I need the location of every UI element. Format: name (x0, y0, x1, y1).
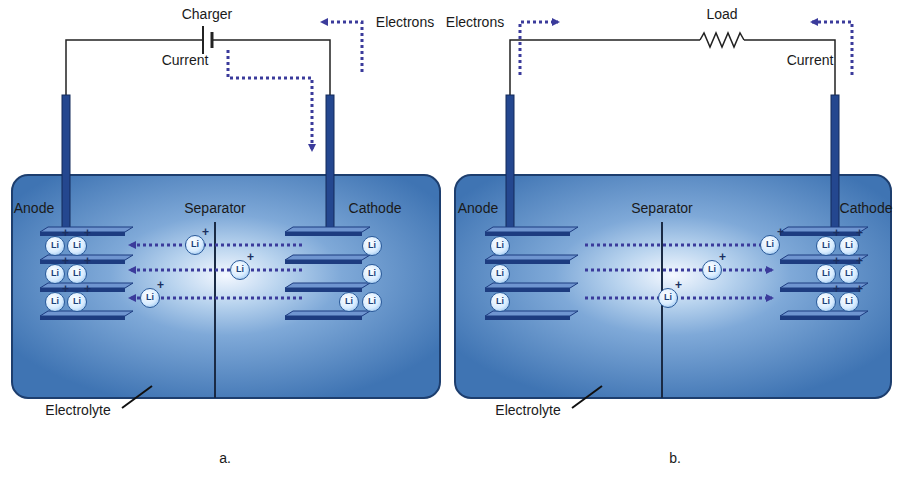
part-label: Charger (182, 6, 233, 22)
electrode-plate (285, 260, 362, 264)
charge-sign: + (833, 255, 840, 267)
charge-sign: + (62, 283, 69, 295)
lithium-ion: Li (490, 236, 510, 256)
leader-line (572, 386, 602, 408)
lithium-ion: Li (839, 236, 859, 256)
charge-sign: + (833, 227, 840, 239)
lithium-ion: Li (702, 260, 722, 280)
wire (744, 40, 835, 95)
electrode-plate (285, 255, 370, 260)
lithium-ion: Li (816, 236, 836, 256)
part-label: a. (219, 450, 231, 466)
part-label: b. (669, 450, 681, 466)
charge-sign: + (247, 251, 254, 263)
charge-sign: + (62, 255, 69, 267)
separator (214, 222, 216, 398)
lithium-ion: Li (67, 236, 87, 256)
charge-sign: + (856, 255, 863, 267)
electrode-rod (831, 95, 839, 232)
charger-symbol (202, 26, 204, 54)
part-label: Electrons (376, 14, 434, 30)
electrode-rod (326, 95, 334, 232)
charger-symbol (211, 32, 214, 48)
part-label: Cathode (840, 200, 893, 216)
electrode-plate (485, 316, 570, 320)
charge-sign: + (157, 279, 164, 291)
electrode-plate (285, 316, 362, 320)
part-label: Electrons (446, 14, 504, 30)
cell-housing (455, 175, 891, 398)
lithium-ion: Li (362, 292, 382, 312)
cell-housing (12, 175, 440, 398)
lithium-ion: Li (45, 292, 65, 312)
charge-sign: + (856, 283, 863, 295)
electrode-rod (62, 95, 70, 232)
electrode-rod (506, 95, 514, 232)
lithium-ion: Li (816, 292, 836, 312)
part-label: Current (787, 52, 834, 68)
lithium-ion: Li (362, 264, 382, 284)
charge-sign: + (62, 227, 69, 239)
charge-sign: + (719, 251, 726, 263)
electrode-plate (780, 316, 860, 320)
electrode-plate (485, 227, 578, 232)
part-label: Load (706, 6, 737, 22)
charge-sign: + (675, 279, 682, 291)
charge-sign: + (833, 283, 840, 295)
charge-sign: + (84, 227, 91, 239)
lithium-ion: Li (230, 260, 250, 280)
part-label: Cathode (349, 200, 402, 216)
part-label: Anode (14, 200, 54, 216)
electrode-plate (285, 283, 370, 288)
wire (510, 40, 700, 95)
lithium-ion: Li (760, 235, 780, 255)
charge-sign: + (84, 283, 91, 295)
lithium-ion: Li (339, 292, 359, 312)
electrode-plate (285, 311, 370, 316)
charge-sign: + (777, 226, 784, 238)
charge-sign: + (84, 255, 91, 267)
lithium-ion: Li (185, 235, 205, 255)
lithium-ion: Li (490, 264, 510, 284)
lithium-ion: Li (67, 264, 87, 284)
charge-sign: + (856, 227, 863, 239)
part-label: Separator (631, 200, 692, 216)
lithium-ion: Li (362, 236, 382, 256)
lithium-ion: Li (839, 292, 859, 312)
lithium-ion: Li (658, 288, 678, 308)
part-label: Current (162, 52, 209, 68)
electrode-plate (780, 227, 868, 232)
part-label: Separator (184, 200, 245, 216)
lithium-ion: Li (839, 264, 859, 284)
charge-sign: + (202, 226, 209, 238)
leader-line (122, 386, 152, 408)
part-label: Anode (458, 200, 498, 216)
separator (661, 222, 663, 398)
lithium-ion: Li (67, 292, 87, 312)
part-label: Electrolyte (495, 402, 560, 418)
lithium-ion: Li (45, 236, 65, 256)
lithium-ion: Li (490, 292, 510, 312)
part-label: Electrolyte (45, 402, 110, 418)
electrode-plate (40, 316, 125, 320)
lithium-ion: Li (45, 264, 65, 284)
lithium-ion: Li (140, 288, 160, 308)
lithium-ion: Li (816, 264, 836, 284)
electrode-plate (285, 232, 362, 236)
electrode-plate (285, 227, 370, 232)
flow-arrows (130, 22, 852, 298)
resistor-symbol (700, 33, 744, 47)
